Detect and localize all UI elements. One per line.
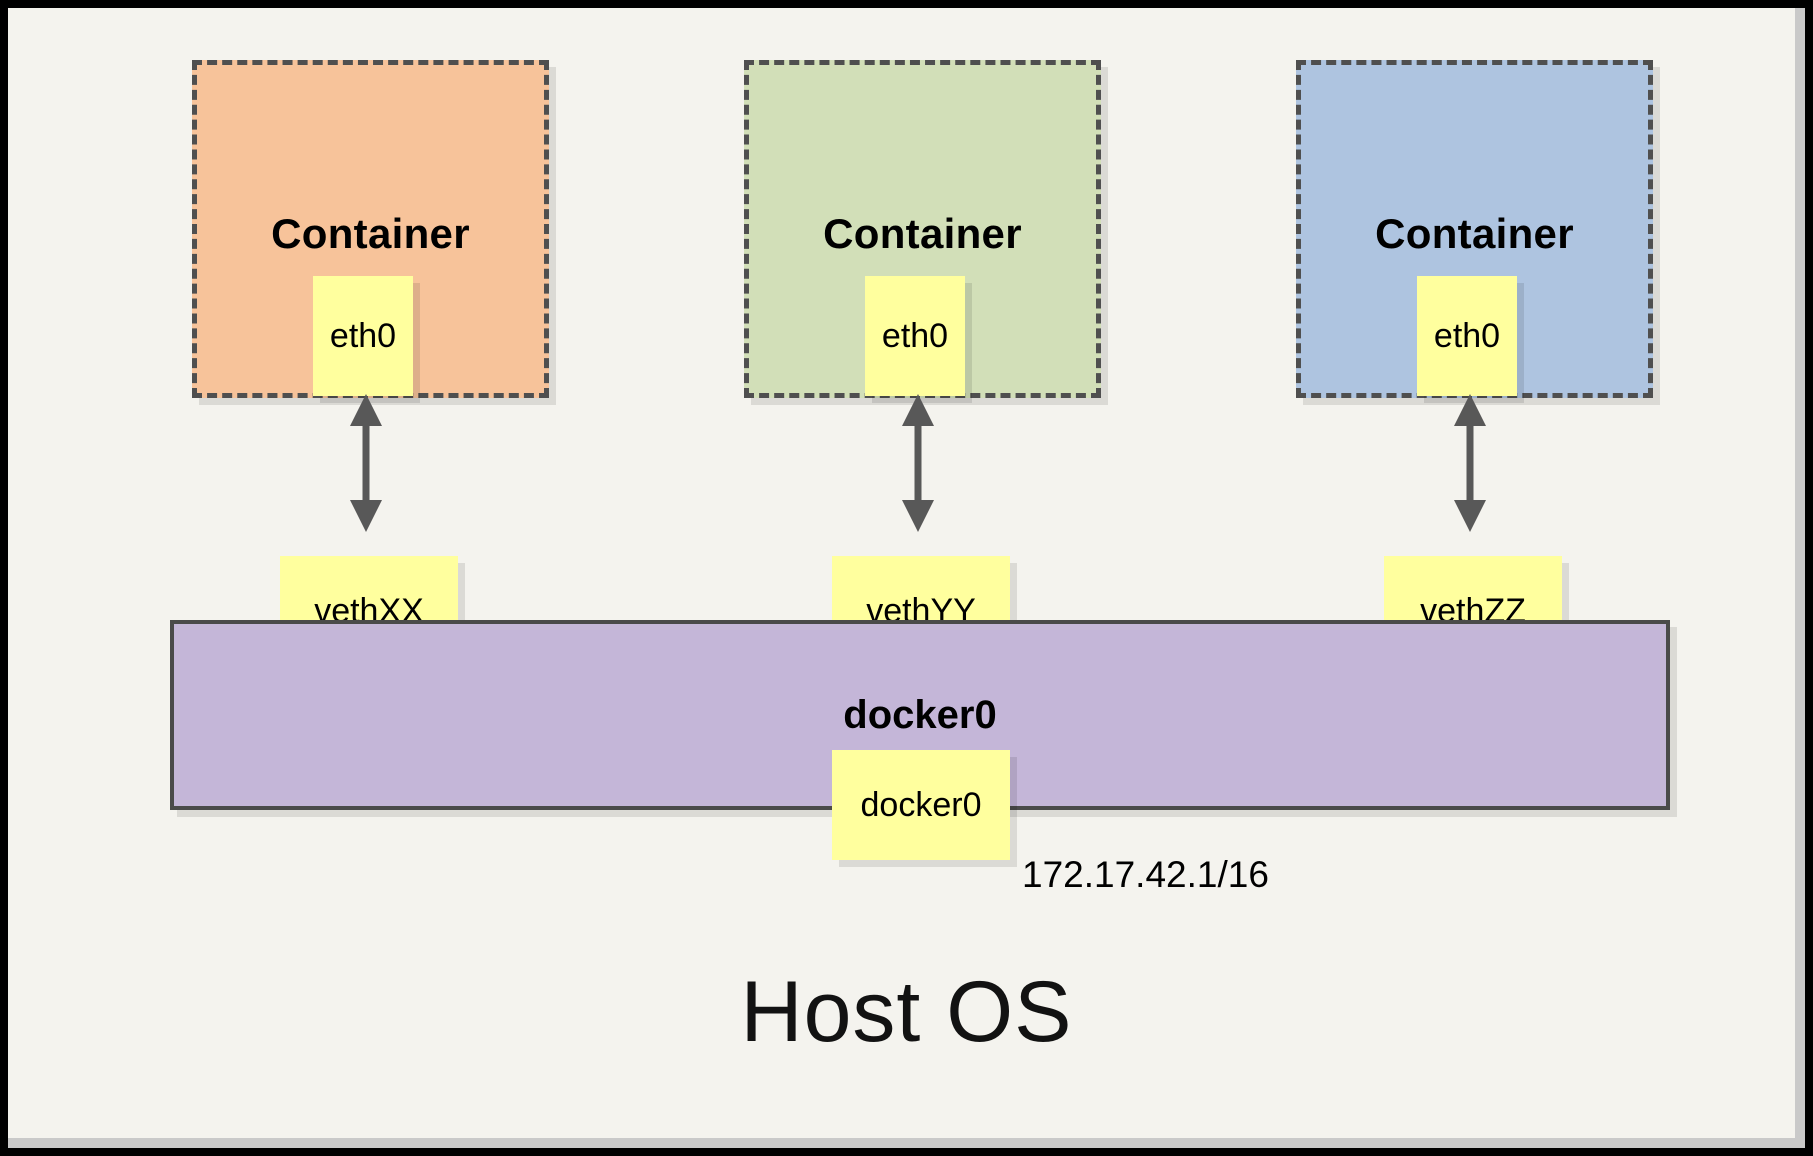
host-os-label: Host OS: [740, 964, 1073, 1060]
container-label-3: Container: [1375, 210, 1574, 257]
container-eth0-box-1: eth0: [313, 276, 413, 396]
docker0-bridge-label: docker0: [843, 693, 997, 737]
veth-link-arrow-2: [902, 394, 934, 532]
container-label-2: Container: [823, 210, 1022, 257]
canvas-shadow-right: [1795, 8, 1805, 1148]
docker0-interface-box: docker0: [832, 750, 1010, 860]
veth-link-arrow-1: [350, 394, 382, 532]
veth-link-arrow-3: [1454, 394, 1486, 532]
docker0-ip-label: 172.17.42.1/16: [1022, 854, 1269, 895]
canvas-shadow-bottom: [8, 1138, 1805, 1148]
container-eth0-box-3: eth0: [1417, 276, 1517, 396]
container-eth0-box-2: eth0: [865, 276, 965, 396]
container-label-1: Container: [271, 210, 470, 257]
